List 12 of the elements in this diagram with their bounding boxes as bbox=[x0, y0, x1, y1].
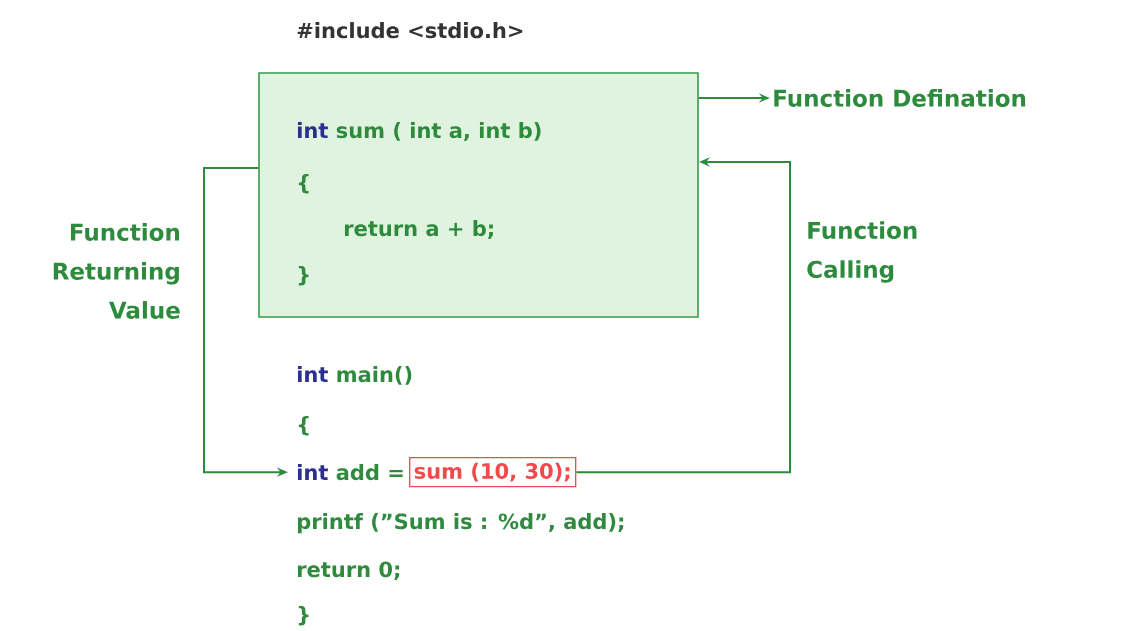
callout-text: Function Defination bbox=[774, 89, 1026, 107]
code-line: #include <stdio.h> bbox=[297, 22, 523, 39]
code-line: int main() bbox=[297, 366, 412, 385]
code-line: return 0; bbox=[297, 561, 400, 580]
code-line: } bbox=[298, 606, 309, 626]
function-call-box: sum (10, 30); bbox=[409, 457, 577, 488]
code-line: int add = bbox=[297, 464, 403, 481]
function-box: int sum ( int a, int b) { return a + b; } bbox=[258, 72, 699, 318]
edge-label: Function Returning Value bbox=[53, 223, 180, 319]
edge-label: Function Calling bbox=[807, 221, 917, 283]
code-line: { bbox=[298, 416, 309, 436]
code-line: printf (”Sum is : %d”, add); bbox=[297, 513, 624, 534]
